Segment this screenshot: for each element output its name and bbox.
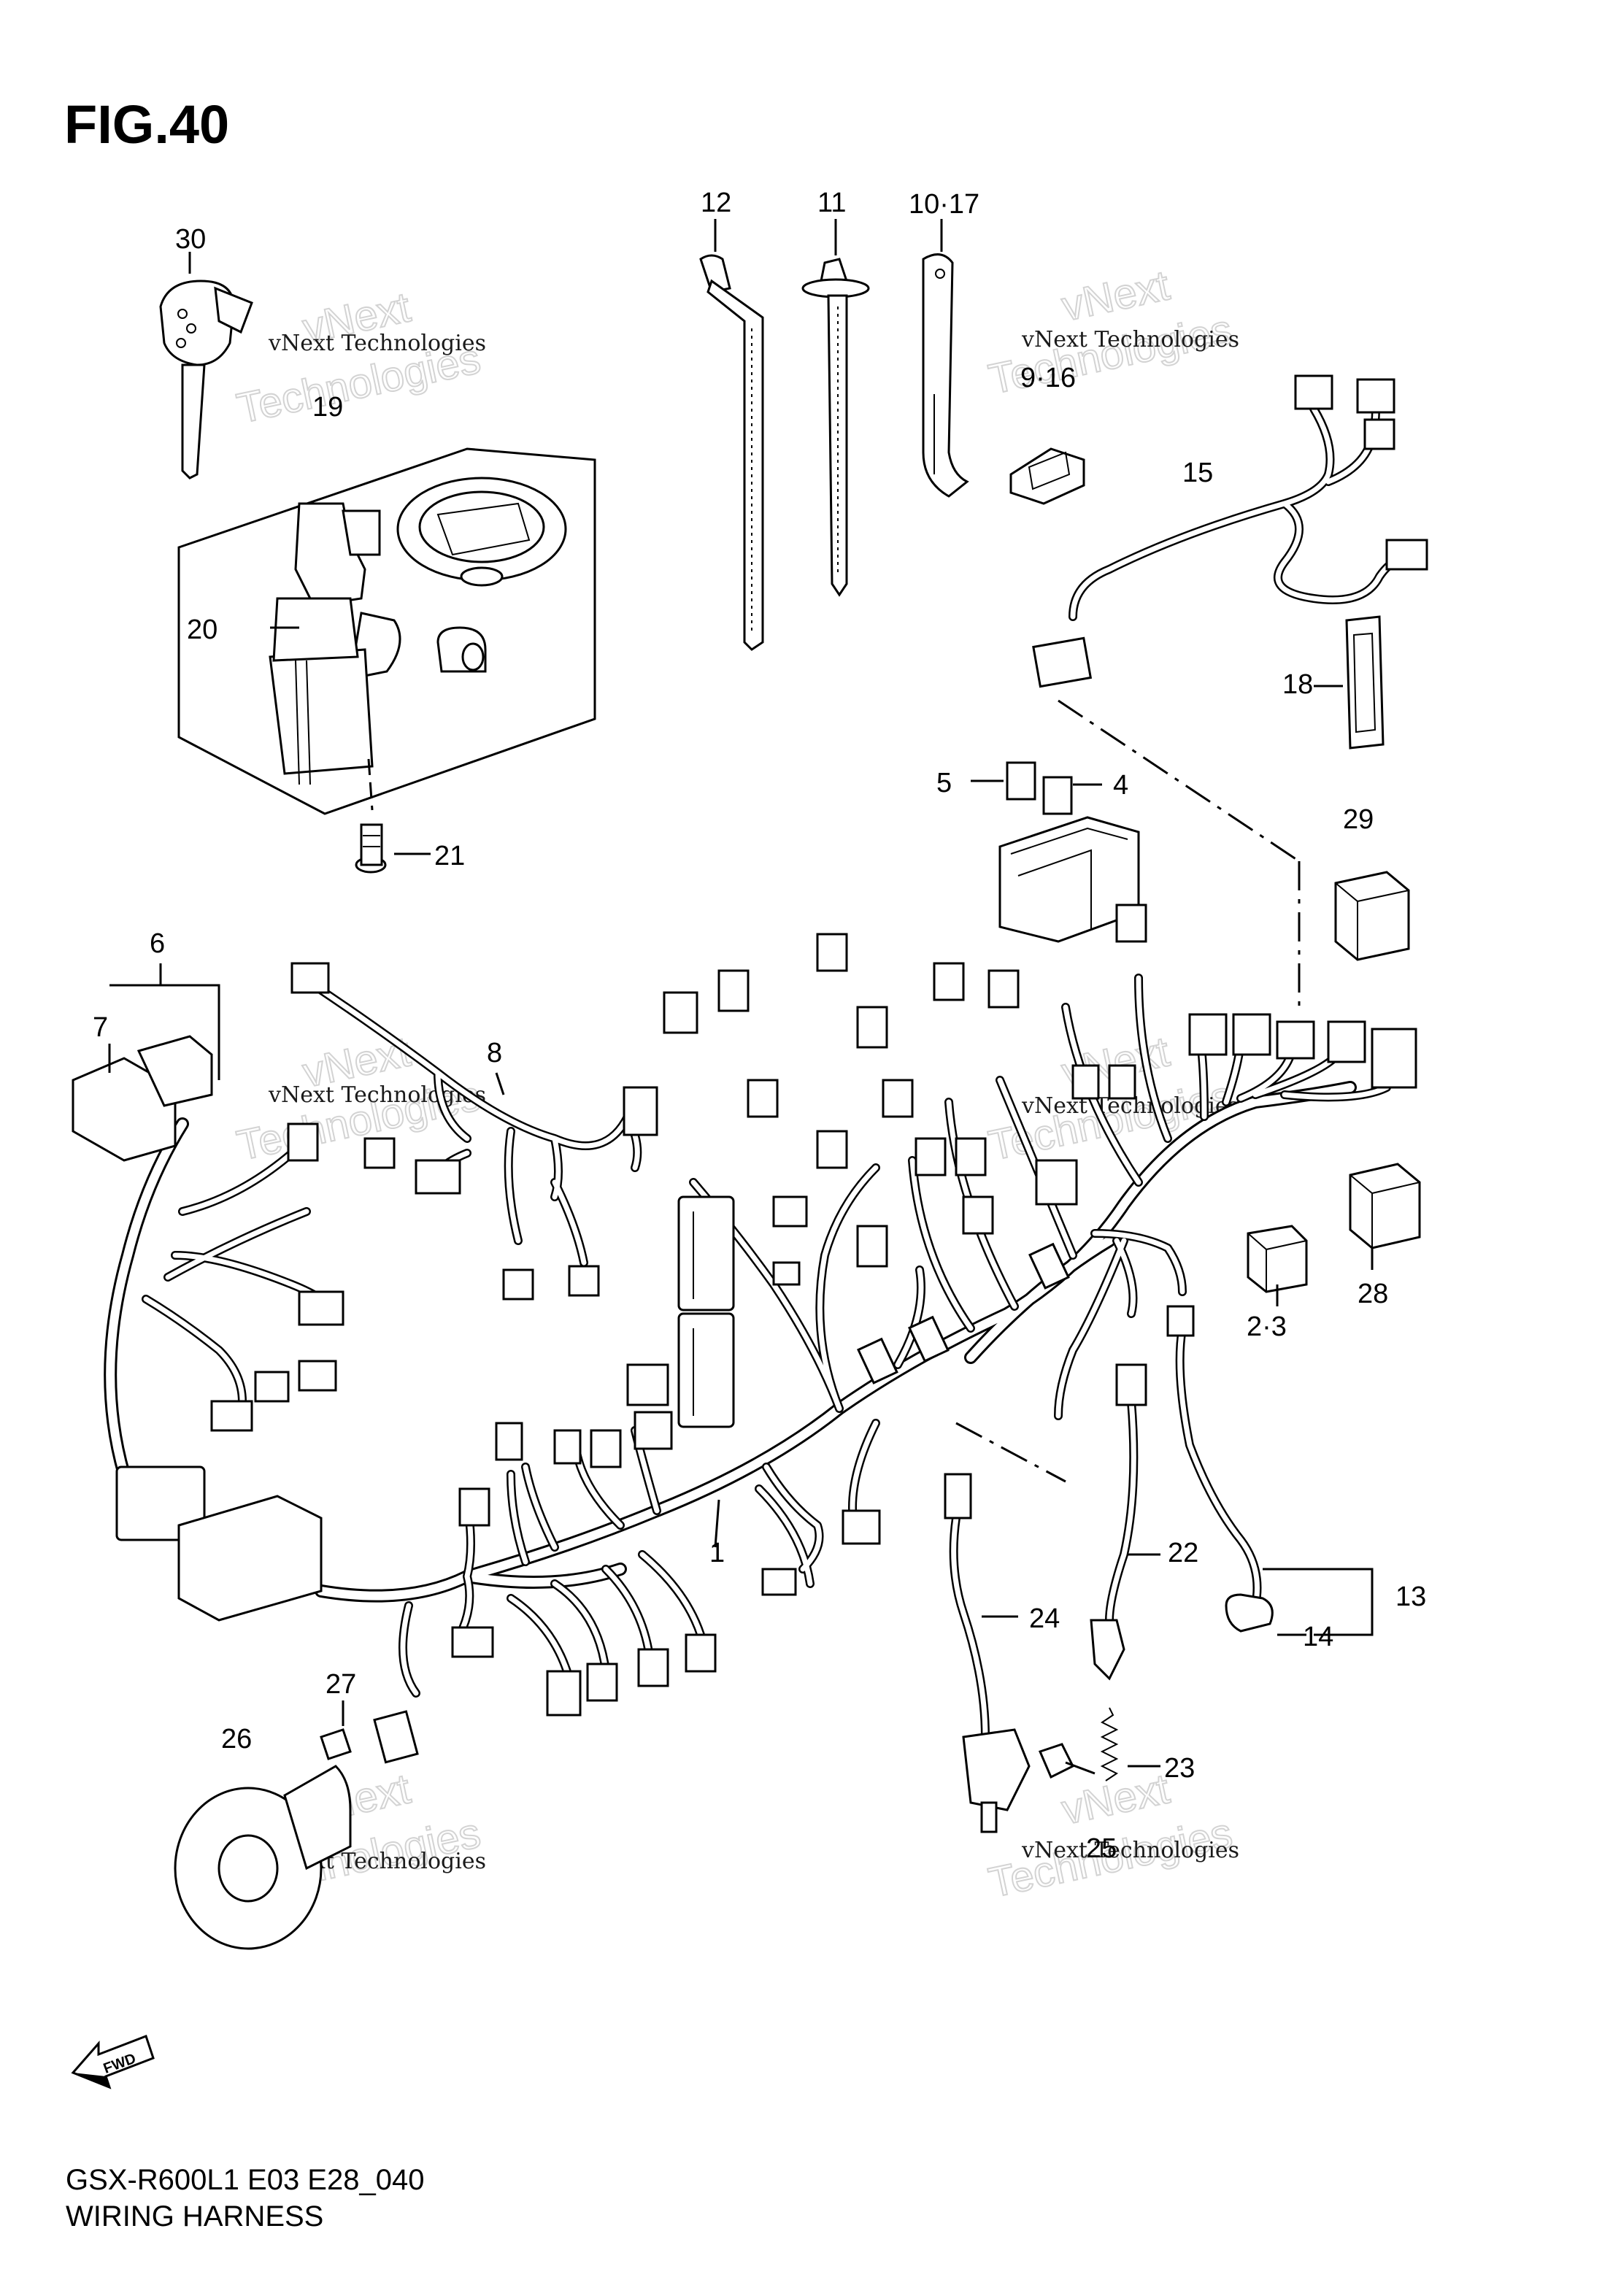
callout-1: 1 xyxy=(709,1538,725,1568)
callout-24: 24 xyxy=(1029,1603,1060,1634)
callout-22: 22 xyxy=(1168,1538,1198,1568)
ignition-switch xyxy=(269,502,401,811)
callout-23: 23 xyxy=(1164,1753,1195,1784)
clamp-band-part-10 xyxy=(922,219,969,498)
callout-21: 21 xyxy=(434,841,465,871)
callout-8: 8 xyxy=(487,1038,502,1068)
main-harness-part-1 xyxy=(104,904,1417,1764)
sensor-part-24 xyxy=(944,1473,1031,1833)
fuse-box xyxy=(998,816,1140,943)
callout-30: 30 xyxy=(175,224,206,255)
callout-2-3: 2·3 xyxy=(1247,1311,1287,1342)
watermark-text: vNext Technologies xyxy=(268,331,486,356)
callout-28: 28 xyxy=(1358,1279,1388,1309)
callout-19: 19 xyxy=(312,392,343,423)
callout-7: 7 xyxy=(93,1012,108,1043)
leader-lines xyxy=(109,252,1374,1548)
bolt-part-21 xyxy=(355,823,431,874)
callout-10-17: 10·17 xyxy=(909,189,979,220)
watermark-text: vNext Technologies xyxy=(1021,327,1239,353)
figure-name: WIRING HARNESS xyxy=(66,2200,323,2233)
figure-title: FIG.40 xyxy=(64,94,229,155)
callout-12: 12 xyxy=(701,188,731,218)
clip-part-9 xyxy=(1009,447,1085,505)
callout-4: 4 xyxy=(1113,770,1128,801)
horn-part-26 xyxy=(174,1765,352,1950)
spring-part-23 xyxy=(1100,1707,1160,1781)
sensor-part-13 xyxy=(1166,1305,1374,1636)
callout-14: 14 xyxy=(1303,1622,1333,1652)
sub-harness-part-8 xyxy=(290,962,658,1301)
cable-tie-part-12 xyxy=(699,219,764,651)
callout-27: 27 xyxy=(326,1669,356,1700)
callout-11: 11 xyxy=(817,188,846,218)
bolt-part-25 xyxy=(1038,1743,1096,1779)
ignition-set-box xyxy=(177,447,596,815)
bracket-part-18 xyxy=(1314,615,1385,750)
callout-labels: 30 19 20 21 12 11 10·17 9·16 15 18 5 4 2… xyxy=(93,188,1426,1864)
connector-part-7 xyxy=(72,1035,213,1162)
callout-15: 15 xyxy=(1182,458,1213,488)
callout-20: 20 xyxy=(187,615,217,645)
fwd-arrow-icon: FWD xyxy=(71,2035,155,2089)
bolt-part-27 xyxy=(320,1700,352,1760)
callout-5: 5 xyxy=(936,768,952,798)
sub-harness-part-15 xyxy=(1032,374,1428,688)
key-part-30 xyxy=(159,280,253,479)
callout-9-16: 9·16 xyxy=(1020,363,1076,393)
relay-part-29 xyxy=(1334,871,1410,961)
fuel-cap xyxy=(396,477,567,587)
model-code: GSX-R600L1 E03 E28_040 xyxy=(66,2164,424,2196)
callout-25: 25 xyxy=(1086,1833,1117,1864)
callout-18: 18 xyxy=(1282,669,1313,700)
relay-part-28 xyxy=(1349,1163,1421,1249)
fuse-part-4 xyxy=(1042,776,1102,815)
callout-26: 26 xyxy=(221,1724,252,1754)
callout-29: 29 xyxy=(1343,804,1374,835)
fuse-part-5 xyxy=(971,761,1036,801)
cable-tie-part-11 xyxy=(801,219,870,597)
watermark-text: vNext Technologies xyxy=(1021,1838,1239,1863)
callout-6: 6 xyxy=(150,928,165,959)
relay-part-2-3 xyxy=(1247,1225,1308,1293)
lock-cylinder xyxy=(436,626,487,673)
callout-13: 13 xyxy=(1395,1582,1426,1612)
leader-dashed xyxy=(955,1422,1066,1483)
sensor-part-22 xyxy=(1090,1363,1160,1681)
